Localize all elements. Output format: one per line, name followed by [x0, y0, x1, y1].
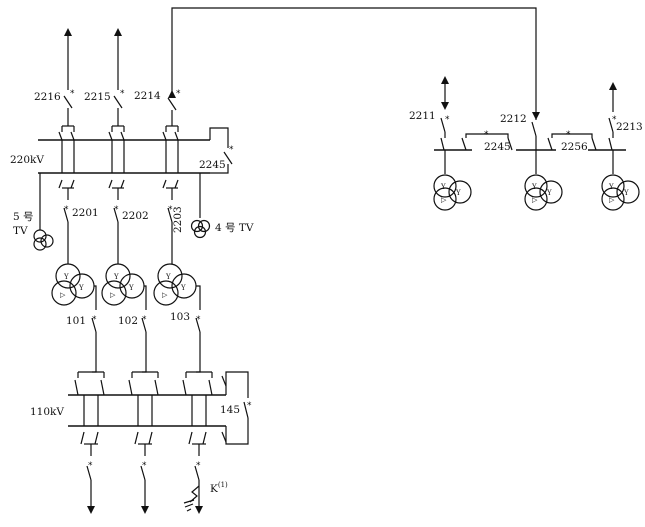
wye-symbol: Y [455, 189, 461, 197]
label-2202: 2202 [122, 210, 149, 222]
breaker-mark: * [229, 145, 234, 155]
wye-symbol: Y [546, 189, 552, 197]
main-transformer-3: Y ▷ Y [153, 263, 197, 306]
bus-coupler-220: * [209, 127, 234, 174]
breaker-mark: * [120, 89, 125, 99]
feeder-2213: * [608, 82, 617, 174]
delta-symbol: ▷ [60, 291, 66, 299]
label-2201: 2201 [72, 207, 99, 219]
fault-ground-symbol [183, 485, 200, 512]
right-transformer-2: Y Y ▷ [524, 174, 563, 211]
tv4-label: 4 号 TV [215, 222, 254, 234]
breaker-mark: * [88, 461, 93, 471]
incoming-feeder-2216 [63, 28, 73, 126]
incoming-feeder-2215 [113, 28, 123, 126]
tv5-label-b: TV [13, 225, 28, 237]
bay-disconnectors-220 [58, 125, 179, 189]
bus-220kv-label: 220kV [10, 154, 44, 166]
main-transformer-1: Y ▷ Y [51, 263, 95, 306]
label-103: 103 [170, 311, 190, 323]
wye-symbol: Y [165, 273, 171, 281]
breaker-mark: * [445, 115, 450, 125]
transformer-breakers-220 [63, 188, 173, 264]
label-2212: 2212 [500, 113, 527, 125]
wye-symbol: Y [180, 284, 186, 292]
label-2245-right: 2245 [484, 141, 511, 153]
bus-110kv [68, 394, 226, 427]
voltage-transformer-5 [33, 173, 54, 251]
transformer-breakers-110 [91, 285, 201, 373]
wye-symbol: Y [440, 183, 446, 191]
breaker-mark: * [566, 130, 571, 140]
breaker-mark: * [247, 401, 252, 411]
breaker-mark: * [142, 461, 147, 471]
breaker-mark: * [612, 115, 617, 125]
label-coupler-2245: 2245 [199, 159, 226, 171]
label-2214: 2214 [134, 90, 161, 102]
bus-coupler-110: * [221, 371, 252, 445]
voltage-transformer-4 [190, 173, 211, 239]
breaker-mark: * [176, 89, 181, 99]
label-2215: 2215 [84, 91, 111, 103]
breaker-mark: * [196, 461, 201, 471]
label-102: 102 [118, 315, 138, 327]
incoming-feeder-2214: * [167, 89, 181, 126]
breaker-mark: * [70, 89, 75, 99]
tie-line-2214-2212 [168, 7, 540, 120]
wye-symbol: Y [623, 189, 629, 197]
feeder-2212 [531, 121, 537, 174]
delta-symbol: ▷ [441, 196, 447, 204]
right-transformer-1: Y Y ▷ [433, 174, 472, 211]
breaker-mark: * [64, 205, 69, 215]
wye-symbol: Y [608, 183, 614, 191]
feeder-2211: * [440, 76, 450, 174]
wye-symbol: Y [128, 284, 134, 292]
label-101: 101 [66, 315, 86, 327]
outgoing-feeders-110 [86, 444, 203, 514]
wye-symbol: Y [78, 284, 84, 292]
label-coupler-145: 145 [220, 404, 240, 416]
breaker-mark: * [92, 315, 97, 325]
label-2213: 2213 [616, 121, 643, 133]
label-2203: 2203 [172, 206, 184, 233]
wye-symbol: Y [63, 273, 69, 281]
section-switch-2256: * [547, 130, 597, 151]
wye-symbol: Y [113, 273, 119, 281]
label-2216: 2216 [34, 91, 61, 103]
tv5-label: 5 号 [13, 211, 34, 223]
label-2211: 2211 [409, 110, 436, 122]
breaker-mark: * [114, 205, 119, 215]
label-2256: 2256 [561, 141, 588, 153]
fault-label: K(1) [210, 481, 228, 495]
delta-symbol: ▷ [110, 291, 116, 299]
section-switch-2245: * [461, 130, 513, 151]
bus-110kv-label: 110kV [30, 406, 64, 418]
main-transformer-2: Y ▷ Y [101, 263, 145, 306]
delta-symbol: ▷ [609, 196, 615, 204]
right-transformer-3: Y Y ▷ [601, 174, 640, 211]
delta-symbol: ▷ [532, 196, 538, 204]
bay-disconnectors-110 [74, 371, 213, 445]
breaker-mark: * [196, 315, 201, 325]
breaker-mark: * [484, 130, 489, 140]
wye-symbol: Y [531, 183, 537, 191]
breaker-mark: * [142, 315, 147, 325]
delta-symbol: ▷ [162, 291, 168, 299]
breaker-mark: * [168, 205, 173, 215]
